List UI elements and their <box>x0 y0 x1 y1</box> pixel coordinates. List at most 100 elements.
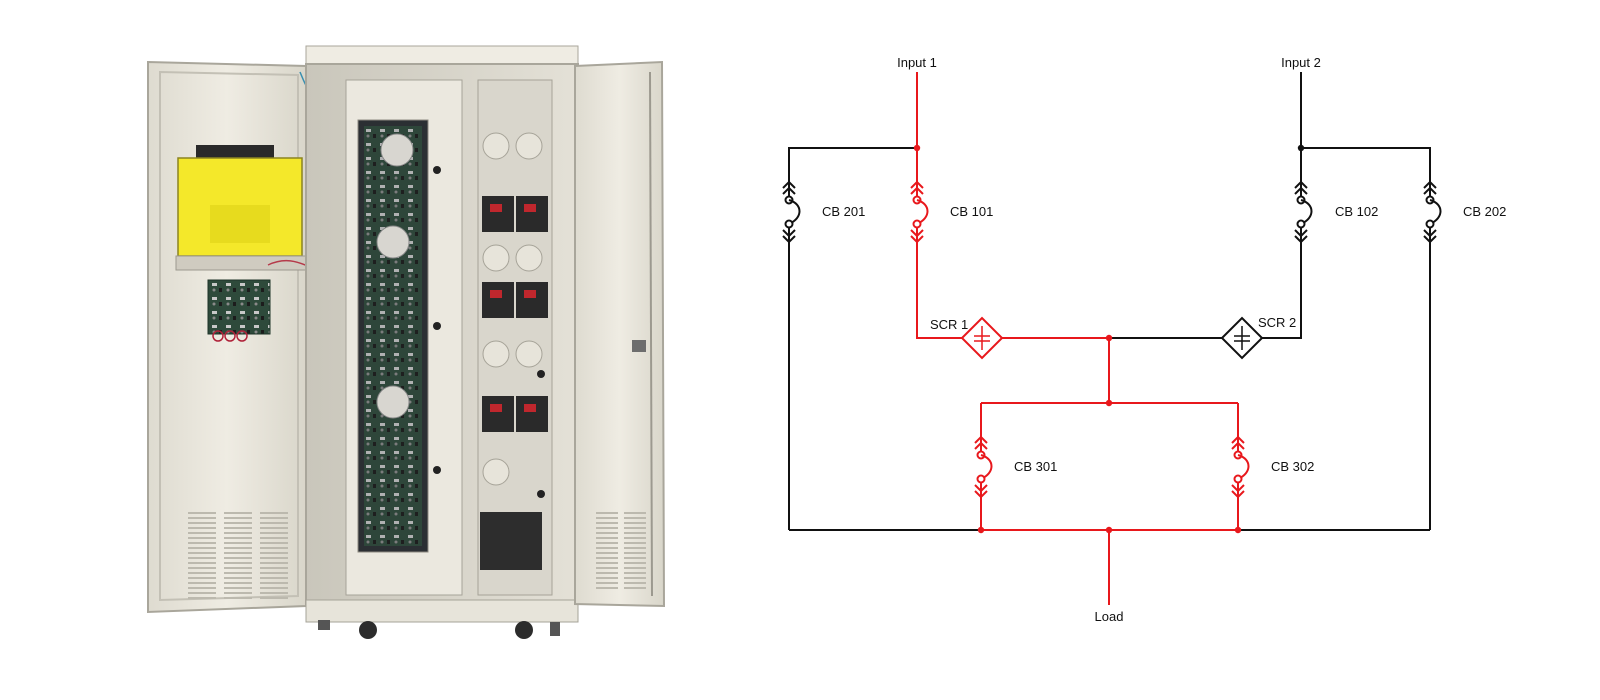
circuit-breaker-icon <box>1423 178 1442 246</box>
vent-grille-icon <box>188 517 216 519</box>
vent-grille-icon <box>224 552 252 554</box>
vent-grille-icon <box>260 542 288 544</box>
vent-grille-icon <box>224 532 252 534</box>
vent-grille-icon <box>624 582 646 584</box>
vent-grille-icon <box>624 522 646 524</box>
vent-grille-icon <box>188 512 216 514</box>
vent-grille-icon <box>260 547 288 549</box>
breaker-chevron <box>910 180 924 189</box>
vent-grille-icon <box>260 527 288 529</box>
junctions <box>913 144 1305 534</box>
breaker-chevron <box>1423 180 1437 189</box>
vent-grille-icon <box>624 562 646 564</box>
wire-segment <box>1262 148 1302 339</box>
circuit-breaker-icon <box>1231 433 1250 501</box>
wire-segment <box>1002 337 1110 403</box>
circuit-breaker-icon <box>910 178 929 246</box>
small-circuit-board <box>207 279 271 342</box>
vent-grille-icon <box>188 522 216 524</box>
vent-grille-icon <box>224 512 252 514</box>
junction-dot-icon <box>1105 526 1113 534</box>
vent-grille-icon <box>260 522 288 524</box>
vent-grille-icon <box>260 572 288 574</box>
circuit-breaker-icon <box>782 178 801 246</box>
breaker-chevron <box>974 435 988 444</box>
vent-grille-icon <box>596 577 618 579</box>
junction-dot-icon <box>1234 526 1242 534</box>
input-2-label: Input 2 <box>1281 55 1321 70</box>
vent-grille-icon <box>188 542 216 544</box>
vent-grille-icon <box>596 522 618 524</box>
breaker-gap <box>1426 182 1434 242</box>
vent-grille-icon <box>224 567 252 569</box>
vent-grille-icon <box>624 547 646 549</box>
cabinet-body <box>305 45 579 639</box>
junction-dot-icon <box>977 526 985 534</box>
breaker-stack <box>480 132 548 570</box>
breaker-chevron <box>1231 490 1245 499</box>
vent-grille-icon <box>188 572 216 574</box>
vent-grille-icon <box>224 522 252 524</box>
vent-grille-icon <box>596 532 618 534</box>
input-1-label: Input 1 <box>897 55 937 70</box>
transfer-switch-schematic: Input 1 Input 2 Load CB 201 CB 101 CB 10… <box>782 55 1506 624</box>
vent-grille-icon <box>224 597 252 599</box>
breaker-chevron <box>910 229 924 238</box>
vent-grille-icon <box>188 582 216 584</box>
vent-grille-icon <box>188 532 216 534</box>
vent-grille-icon <box>224 557 252 559</box>
vent-grille-icon <box>596 542 618 544</box>
vent-grille-icon <box>188 547 216 549</box>
breaker-chevron <box>1294 229 1308 238</box>
breaker-chevron <box>1423 186 1437 195</box>
vent-grille-icon <box>260 577 288 579</box>
caster-wheel-icon <box>318 620 560 639</box>
vent-grille-icon <box>596 537 618 539</box>
vent-grille-icon <box>188 537 216 539</box>
breaker-chevron <box>974 441 988 450</box>
vent-grille-icon <box>596 552 618 554</box>
scr-diamond-icon <box>1220 316 1264 360</box>
breaker-gap <box>1234 437 1242 497</box>
breaker-chevron <box>1294 180 1308 189</box>
vent-grille-icon <box>224 537 252 539</box>
vent-grille-icon <box>260 582 288 584</box>
vent-grille-icon <box>596 587 618 589</box>
vent-grille-icon <box>624 587 646 589</box>
breaker-chevron <box>782 229 796 238</box>
breaker-chevron <box>974 484 988 493</box>
left-door <box>147 60 333 614</box>
wire-segment <box>916 72 962 339</box>
breaker-contact <box>1296 219 1306 229</box>
vent-grille-icon <box>596 547 618 549</box>
scr-2-label: SCR 2 <box>1258 315 1296 330</box>
wire-segment <box>1300 72 1431 530</box>
junction-dot-icon <box>1105 399 1113 407</box>
breaker-gap <box>1297 182 1305 242</box>
vent-grille-icon <box>596 557 618 559</box>
controller-module <box>175 145 307 271</box>
load-label: Load <box>1095 609 1124 624</box>
breaker-chevron <box>910 235 924 244</box>
vent-grille-icon <box>224 577 252 579</box>
breaker-gap <box>785 182 793 242</box>
breaker-gap <box>913 182 921 242</box>
vent-grille-icon <box>224 517 252 519</box>
vent-grille-icon <box>260 587 288 589</box>
vent-grille-icon <box>224 582 252 584</box>
vent-grille-icon <box>260 567 288 569</box>
breaker-gap <box>977 437 985 497</box>
breaker-chevron <box>974 490 988 499</box>
vent-grille-icon <box>188 597 216 599</box>
breaker-contact <box>1425 219 1435 229</box>
junction-dot-icon <box>913 144 921 152</box>
vent-grille-icon <box>260 537 288 539</box>
vent-grille-icon <box>260 592 288 594</box>
circuit-breaker-icon <box>1294 178 1313 246</box>
vent-grille-icon <box>624 532 646 534</box>
cb-302-label: CB 302 <box>1271 459 1314 474</box>
scr-switches <box>960 316 1264 360</box>
breaker-chevron <box>1231 441 1245 450</box>
vent-grille-icon <box>596 512 618 514</box>
vent-grille-icon <box>596 582 618 584</box>
